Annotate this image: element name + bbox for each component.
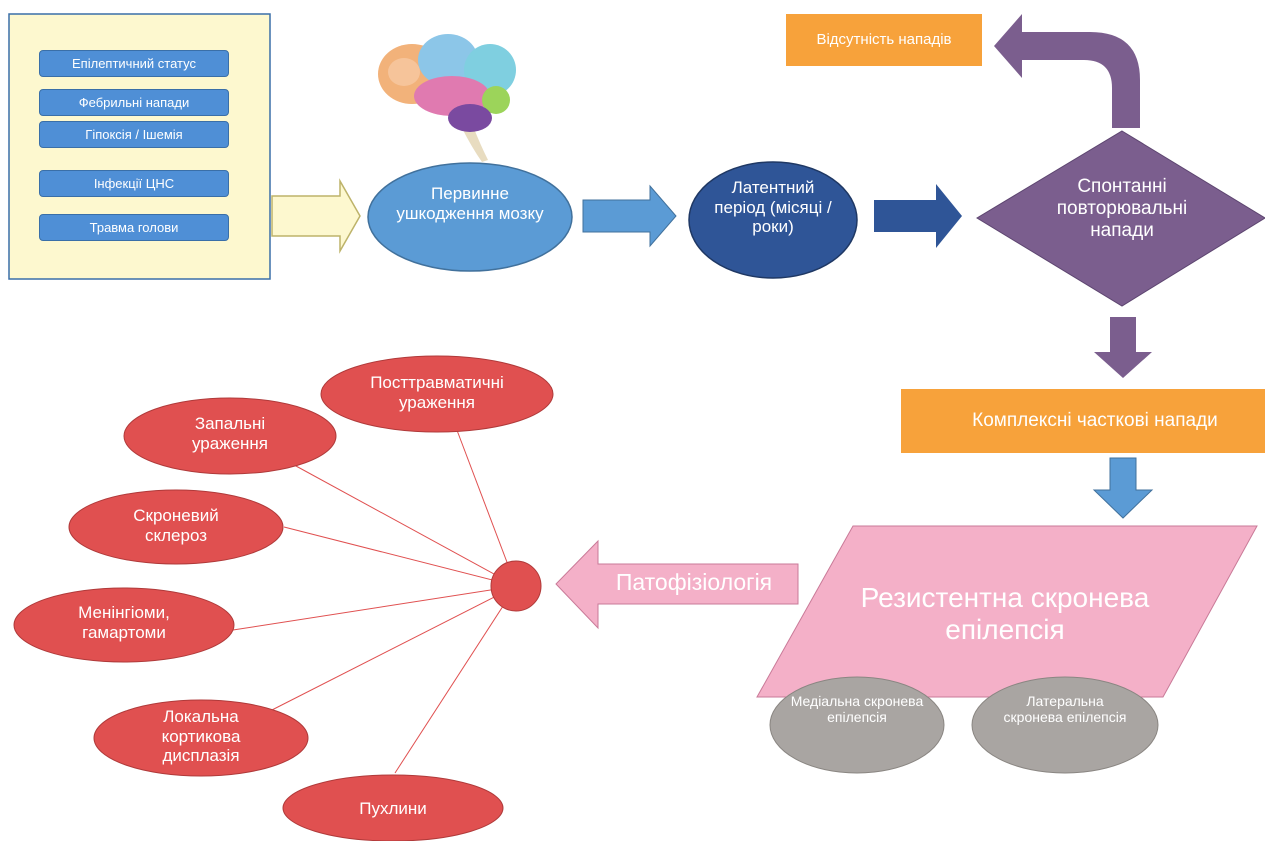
spontaneous-seizures-label: Спонтанні повторювальні напади — [1056, 176, 1188, 241]
arrow-injury-to-latent — [582, 184, 677, 248]
arrow-seizures-to-none — [994, 14, 1140, 128]
primary-injury-label: Первинне ушкодження мозку — [396, 184, 544, 223]
pathophysiology-label: Патофізіологія — [615, 569, 773, 595]
pathology-node-posttraumatic — [320, 355, 554, 433]
pathology-node-sclerosis — [68, 489, 284, 565]
pathology-label-tumors: Пухлини — [359, 799, 427, 818]
arrow-complex-to-resistant — [1092, 457, 1154, 519]
cause-febrile-seizures: Фебрильні напади — [39, 89, 229, 116]
cause-status-epilepticus: Епілептичний статус — [39, 50, 229, 77]
arrow-causes-to-injury — [271, 178, 361, 254]
resistant-epilepsy-label: Резистентна скронева епілепсія — [860, 582, 1150, 646]
latent-period-node — [688, 161, 858, 279]
pathology-node-dysplasia — [93, 699, 309, 777]
no-seizures-box — [786, 14, 982, 66]
pathology-label-inflammatory: Запальні ураження — [191, 414, 269, 453]
primary-injury-node — [367, 162, 573, 272]
lateral-epilepsy-label: Латеральна скронева епілепсія — [1003, 693, 1127, 726]
pathology-node-tumors — [282, 774, 504, 841]
latent-period-label: Латентний період (місяці / роки) — [714, 178, 832, 237]
complex-partial-label: Комплексні часткові напади — [972, 410, 1218, 431]
pathology-hub — [490, 560, 542, 612]
arrow-seizures-to-complex — [1094, 317, 1152, 378]
arrow-latent-to-seizures — [874, 184, 962, 248]
medial-epilepsy-label: Медіальна скронева епілепсія — [790, 693, 924, 726]
complex-partial-box — [901, 389, 1265, 453]
arrow-pathophysiology — [555, 539, 799, 630]
pathology-node-meningioma — [13, 587, 235, 663]
resistant-epilepsy-node — [756, 525, 1258, 698]
pathology-label-dysplasia: Локальна кортикова дисплазія — [161, 707, 241, 766]
pathology-node-inflammatory — [123, 397, 337, 475]
lateral-epilepsy-node — [971, 676, 1159, 774]
pathology-label-sclerosis: Скроневий склероз — [133, 506, 219, 545]
pathology-label-posttraumatic: Посттравматичні ураження — [370, 373, 504, 412]
cause-head-trauma: Травма голови — [39, 214, 229, 241]
no-seizures-label: Відсутність нападів — [816, 31, 952, 48]
pathology-connectors — [232, 424, 517, 774]
cause-hypoxia-ischemia: Гіпоксія / Ішемія — [39, 121, 229, 148]
cause-cns-infections: Інфекції ЦНС — [39, 170, 229, 197]
medial-epilepsy-node — [769, 676, 945, 774]
spontaneous-seizures-node — [976, 130, 1265, 307]
pathology-label-meningioma: Менінгіоми, гамартоми — [78, 603, 170, 642]
brain-icon — [378, 34, 516, 162]
